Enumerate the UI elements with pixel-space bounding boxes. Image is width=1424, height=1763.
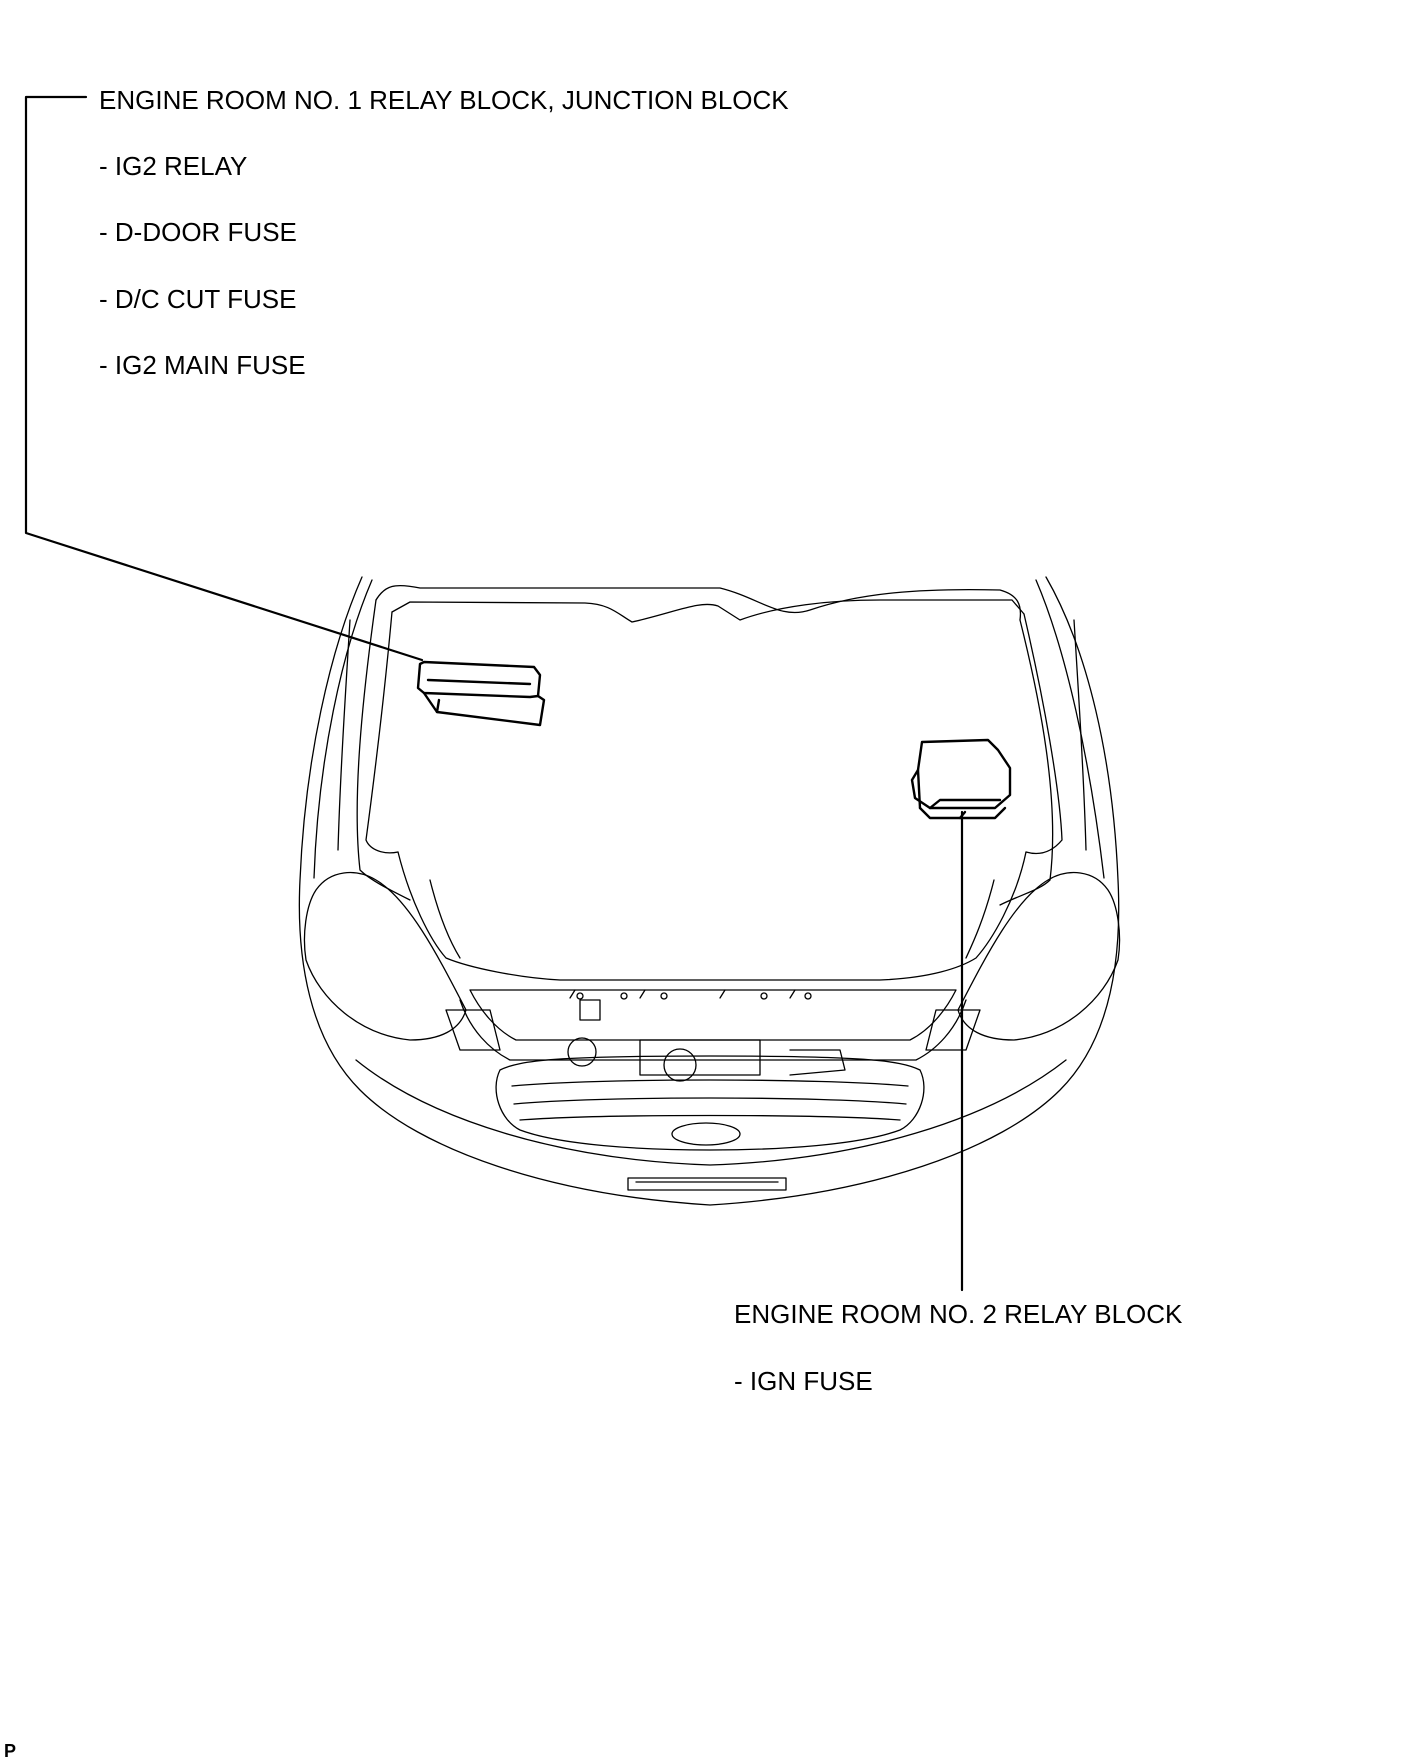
relay-block-1-item: - IG2 RELAY: [99, 151, 248, 181]
corner-mark: P: [4, 1741, 17, 1761]
relay-block-1-item: - D-DOOR FUSE: [99, 217, 297, 247]
relay-block-2-title: ENGINE ROOM NO. 2 RELAY BLOCK: [734, 1299, 1183, 1329]
relay-block-no-2-icon: [910, 738, 1012, 820]
relay-block-no-1-icon: [416, 660, 546, 727]
car-front-illustration: [298, 576, 1121, 1206]
relay-block-1-item: - D/C CUT FUSE: [99, 284, 297, 314]
relay-block-1-title: ENGINE ROOM NO. 1 RELAY BLOCK, JUNCTION …: [99, 85, 789, 115]
relay-block-1-item: - IG2 MAIN FUSE: [99, 350, 306, 380]
leader-line-relay-block-1: [24, 95, 424, 662]
relay-block-2-item: - IGN FUSE: [734, 1366, 873, 1396]
